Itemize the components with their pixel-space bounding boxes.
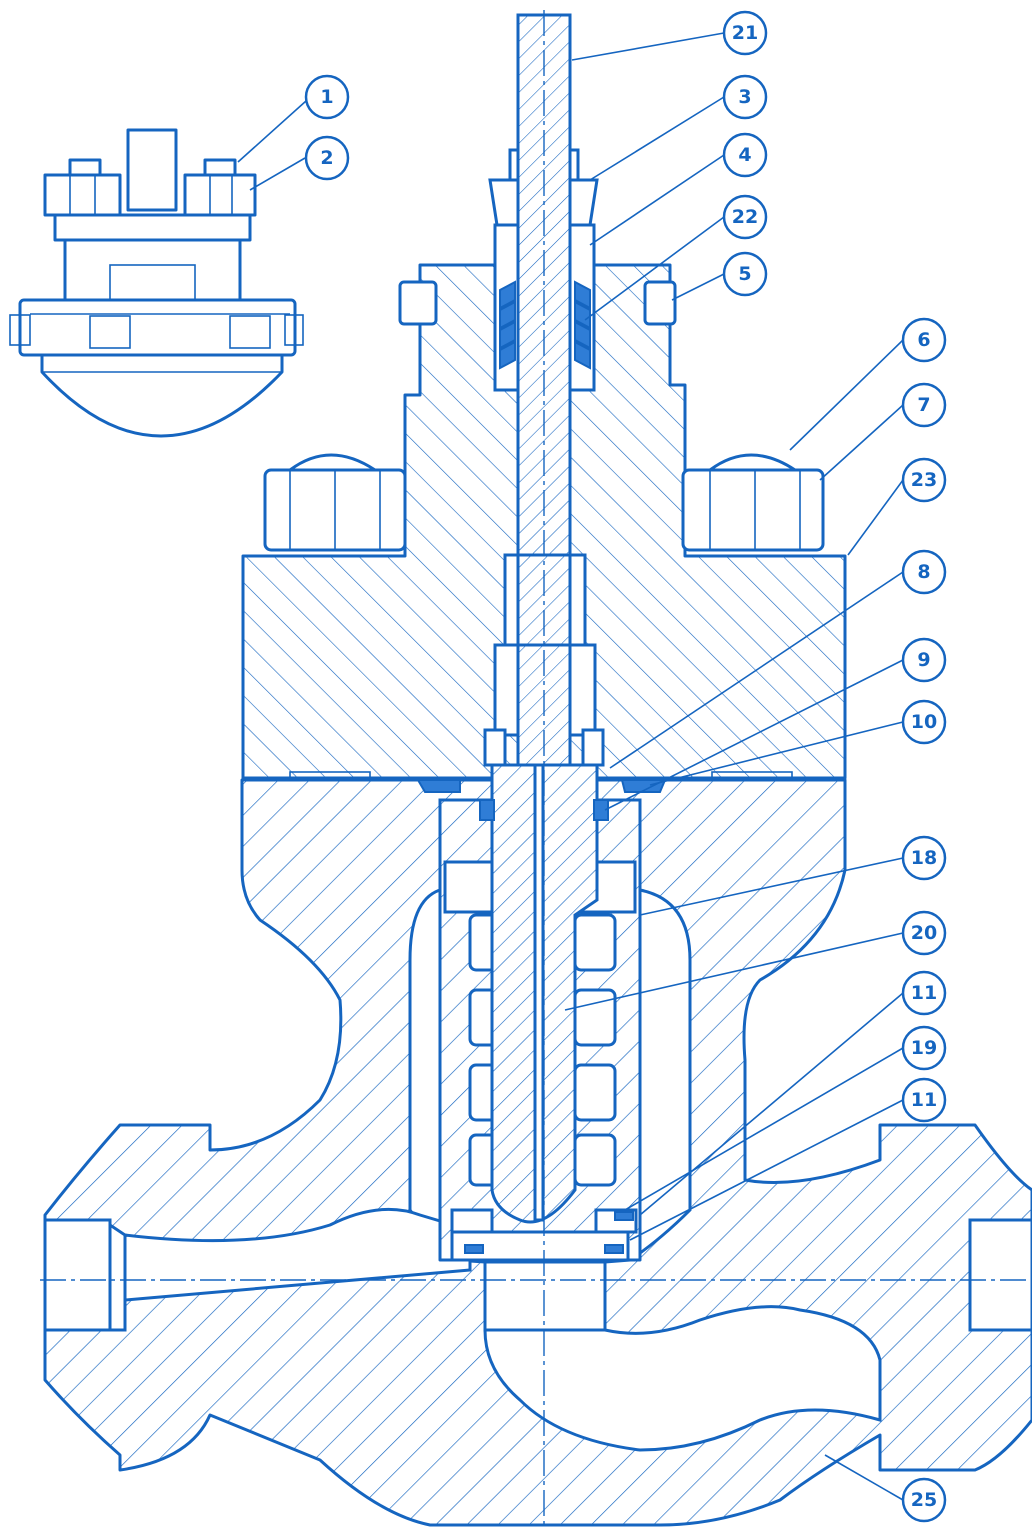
callout-23-label: 23 — [911, 469, 937, 491]
leader-lines — [237, 32, 904, 1501]
callout-11-upper: 11 — [901, 970, 947, 1016]
callout-18: 18 — [901, 835, 947, 881]
callout-4: 4 — [722, 132, 768, 178]
callout-2: 2 — [304, 135, 350, 181]
callout-3: 3 — [722, 74, 768, 120]
bonnet-nuts — [263, 453, 825, 552]
callout-3-label: 3 — [738, 86, 751, 108]
callout-19-label: 19 — [911, 1037, 937, 1059]
callout-4-label: 4 — [738, 144, 751, 166]
callout-19: 19 — [901, 1025, 947, 1071]
gland-bolt-left — [398, 280, 438, 326]
callout-9: 9 — [901, 637, 947, 683]
inset-top-view — [9, 128, 304, 438]
callout-8: 8 — [901, 549, 947, 595]
gasket-left — [416, 779, 461, 793]
callout-20: 20 — [901, 910, 947, 956]
callout-21: 21 — [722, 10, 768, 56]
callout-10: 10 — [901, 699, 947, 745]
callout-22-label: 22 — [732, 206, 758, 228]
cage-and-plug — [438, 763, 642, 1262]
callout-25: 25 — [901, 1477, 947, 1523]
callout-5: 5 — [722, 251, 768, 297]
callout-11-lower-label: 11 — [911, 1089, 937, 1111]
callout-22: 22 — [722, 194, 768, 240]
callout-20-label: 20 — [911, 922, 937, 944]
callout-2-label: 2 — [320, 147, 333, 169]
callout-6: 6 — [901, 317, 947, 363]
callout-10-label: 10 — [911, 711, 937, 733]
callout-6-label: 6 — [917, 329, 930, 351]
callout-7: 7 — [901, 382, 947, 428]
callout-1-label: 1 — [320, 86, 333, 108]
callout-11-lower: 11 — [901, 1077, 947, 1123]
callout-23: 23 — [901, 457, 947, 503]
callout-21-label: 21 — [732, 22, 758, 44]
gland-bolt-right — [643, 280, 677, 326]
callout-5-label: 5 — [738, 263, 751, 285]
callout-11-upper-label: 11 — [911, 982, 937, 1004]
callout-18-label: 18 — [911, 847, 937, 869]
gasket-right — [620, 779, 667, 793]
callout-8-label: 8 — [917, 561, 930, 583]
callout-1: 1 — [304, 74, 350, 120]
callout-9-label: 9 — [917, 649, 930, 671]
callout-7-label: 7 — [917, 394, 930, 416]
callout-25-label: 25 — [911, 1489, 937, 1511]
